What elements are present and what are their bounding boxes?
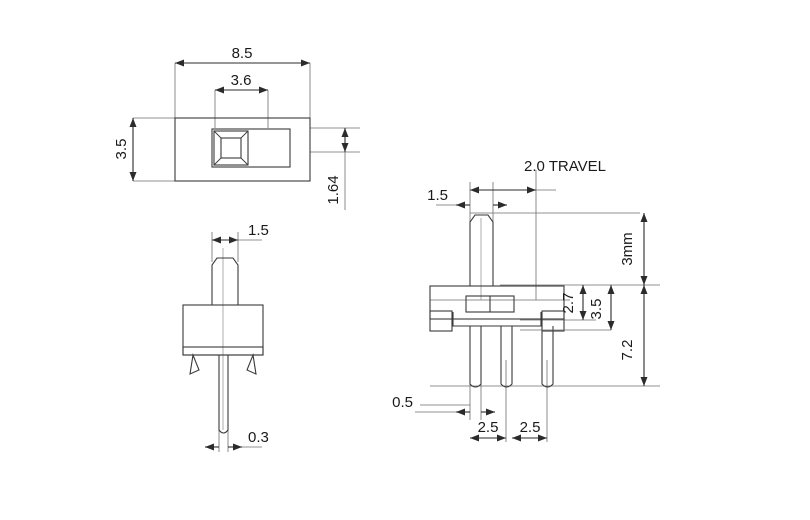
dim-label-1-64: 1.64 — [325, 175, 342, 204]
front-view-extension-lines — [420, 170, 660, 442]
front-view-pin-3 — [541, 326, 554, 388]
dim-label-1-5-side: 1.5 — [248, 222, 269, 239]
front-view-base-plate — [452, 312, 542, 327]
top-view-extension-lines — [133, 63, 360, 182]
dim-label-2-7: 2.7 — [560, 293, 577, 314]
top-view-actuator-inner — [220, 137, 242, 159]
dim-label-2-5-a: 2.5 — [478, 419, 499, 436]
dim-label-3-5-front: 3.5 — [588, 299, 605, 320]
dim-label-8-5: 8.5 — [232, 45, 253, 62]
dim-label-0-3: 0.3 — [248, 429, 269, 446]
front-view-pin-1 — [469, 326, 482, 388]
front-view-foot-left — [429, 310, 453, 332]
top-view-actuator-outer — [213, 130, 249, 166]
top-view-body-outline — [174, 117, 311, 182]
front-view-group: 2.0 TRAVEL 1.5 3mm 2.7 3.5 7.2 — [392, 158, 660, 442]
front-view-actuator — [469, 214, 494, 287]
dim-label-travel: 2.0 TRAVEL — [524, 158, 606, 175]
side-view-tab-right — [246, 352, 257, 375]
front-view-body — [429, 285, 565, 320]
top-view-group: 8.5 3.6 3.5 1.64 — [113, 45, 360, 210]
side-view-group: 1.5 0.3 — [182, 222, 269, 452]
side-view-body-base — [182, 346, 264, 356]
top-view-actuator-chamfers — [213, 130, 249, 166]
dim-3-5-front — [520, 285, 615, 331]
side-view-pin — [218, 355, 229, 434]
dim-label-1-5-front: 1.5 — [427, 187, 448, 204]
dim-label-3-6: 3.6 — [231, 72, 252, 89]
dim-label-3mm: 3mm — [619, 232, 636, 265]
dim-label-7-2: 7.2 — [619, 340, 636, 361]
dim-label-2-5-b: 2.5 — [520, 419, 541, 436]
front-view-pin-2 — [500, 326, 513, 388]
side-view-extension-lines — [211, 232, 239, 452]
dim-label-3-5-top: 3.5 — [113, 139, 130, 160]
side-view-actuator — [211, 257, 239, 306]
top-view-slot — [211, 128, 291, 168]
side-view-tab-left — [189, 352, 200, 375]
dim-label-0-5: 0.5 — [392, 394, 413, 411]
